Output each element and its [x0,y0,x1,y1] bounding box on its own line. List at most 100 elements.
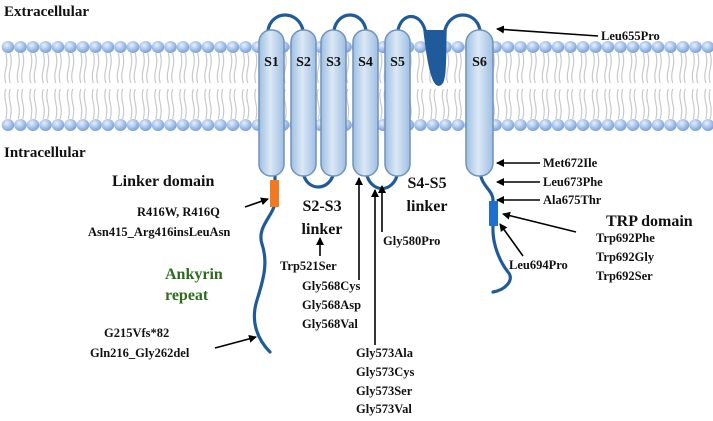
lipid-tail [41,52,45,84]
s4s5-linker-label-line2: linker [407,198,448,215]
lipid-tail [704,52,708,84]
lipid-tail [46,52,50,84]
lipid-tail [141,88,145,120]
lipid-tail [133,88,137,120]
mutation-arrows [214,25,599,349]
lipid-head [239,41,252,53]
lipid-tail [8,88,12,120]
mutation-gly568-asp: Gly568Asp [302,298,361,312]
lipid-tail [583,52,587,84]
c-terminal-tail [478,170,512,294]
ankyrin-repeat-label-line2: repeat [165,287,209,304]
lipid-tail [146,52,150,84]
lipid-tail [508,52,512,84]
lipid-tail [54,52,58,84]
lipid-head [14,119,27,131]
mutation-asn415-ins: Asn415_Arg416insLeuAsn [88,225,230,239]
lipid-tail [654,88,658,120]
lipid-head [539,41,552,53]
n-terminal-tail [252,168,277,354]
lipid-head [189,119,202,131]
lipid-tail [633,88,637,120]
lipid-tail [179,52,183,84]
lipid-tail [629,52,633,84]
lipid-head [589,119,602,131]
lipid-tail [4,52,8,84]
lipid-head [689,41,702,53]
lipid-tail [129,88,133,120]
helix-s1: S1 [258,29,285,177]
lipid-tail [179,88,183,120]
lipid-tail [21,88,25,120]
lipid-tail [146,88,150,120]
lipid-tail [679,88,683,120]
lipid-tail [54,88,58,120]
lipid-head [101,41,115,53]
lipid-tail [8,52,12,84]
arrow-trp692 [502,211,577,233]
lipid-head [664,41,677,53]
lipid-head [651,119,665,131]
mutation-labels: Leu655Pro Met672Ile Leu673Phe Ala675Thr … [88,29,660,416]
arrow-leu655 [496,25,599,37]
lipid-tail [558,52,562,84]
lipid-tail [641,88,645,120]
lipid-head [601,41,615,53]
lipid-tail [96,88,100,120]
lipid-tail [216,52,220,84]
lipid-tail [646,88,650,120]
mutation-gly573-cys: Gly573Cys [356,365,414,379]
lipid-tail [429,88,433,120]
lipid-tail [446,52,450,84]
lipid-tail [516,52,520,84]
lipid-head [689,119,702,131]
lipid-tail [216,88,220,120]
lipid-tail [658,52,662,84]
lipid-tail [108,88,112,120]
lipid-tail [558,88,562,120]
lipid-tail [379,88,383,120]
trp-domain-label: TRP domain [606,213,693,230]
lipid-tail [591,88,595,120]
lipid-tail [158,88,162,120]
lipid-tail [166,88,170,120]
lipid-head [14,41,27,53]
lipid-tail [496,52,500,84]
lipid-head [564,41,577,53]
lipid-tail [241,52,245,84]
lipid-tail [621,52,625,84]
mutation-leu673: Leu673Phe [543,175,603,189]
lipid-head [26,119,40,131]
lipid-head [551,41,565,53]
s2s3-linker-label-line2: linker [302,221,343,238]
lipid-tail [691,88,695,120]
lipid-head [114,119,127,131]
intracellular-label: Intracellular [4,145,86,161]
lipid-head [576,119,590,131]
lipid-tail [529,52,533,84]
s3-s4-loop [332,13,368,32]
lipid-tail [154,88,158,120]
lipid-tail [233,88,237,120]
lipid-tail [254,52,258,84]
linker-domain-label: Linker domain [112,173,215,190]
lipid-tail [704,88,708,120]
lipid-tail [708,88,712,120]
s5-pore-loop [396,14,427,32]
lipid-head [114,41,127,53]
lipid-tail [608,52,612,84]
lipid-tail [196,52,200,84]
lipid-head [26,41,40,53]
lipid-tail [641,52,645,84]
helix-s6: S6 [465,29,494,177]
lipid-head [426,119,440,131]
lipid-head [564,119,577,131]
lipid-head [76,41,90,53]
lipid-tail [183,88,187,120]
lipid-head [651,41,665,53]
extracellular-label: Extracellular [4,4,89,20]
lipid-tail [121,88,125,120]
lipid-tail [316,52,320,84]
lipid-tail [541,52,545,84]
lipid-tail [229,88,233,120]
